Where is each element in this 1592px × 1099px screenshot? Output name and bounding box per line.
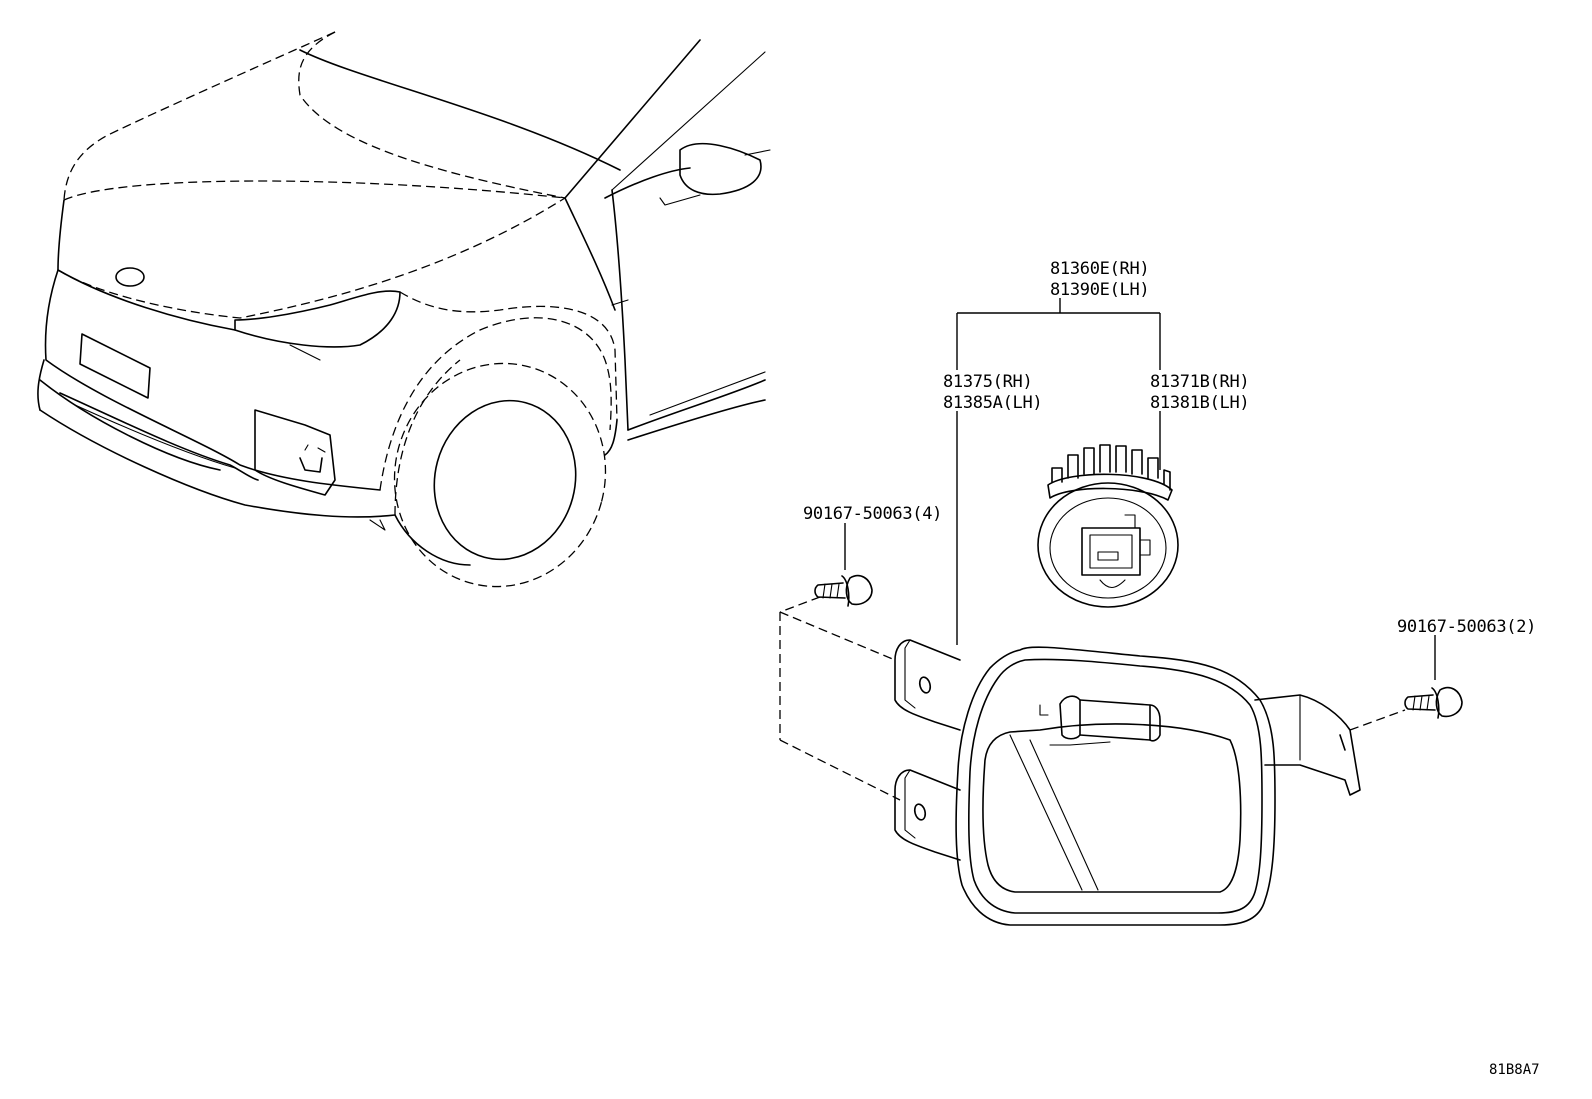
mounting-guide-lines — [779, 596, 1406, 801]
callout-bulb-rh: 81371B(RH) — [1150, 372, 1250, 392]
screw-right-illustration — [1404, 686, 1463, 719]
callout-lamp-lh: 81385A(LH) — [943, 393, 1043, 413]
callout-screw-left: 90167-50063(4) — [803, 504, 943, 524]
callout-bulb-lh: 81381B(LH) — [1150, 393, 1250, 413]
callout-screw-right: 90167-50063(2) — [1397, 617, 1537, 637]
callout-assembly-rh: 81360E(RH) — [1050, 259, 1150, 279]
callout-assembly-lh: 81390E(LH) — [1050, 280, 1150, 300]
callout-leaders — [844, 298, 1436, 680]
callout-lamp-rh: 81375(RH) — [943, 372, 1033, 392]
diagram-code: 81B8A7 — [1489, 1062, 1540, 1078]
screw-left-illustration — [814, 574, 873, 607]
fog-lamp-bulb-illustration — [1037, 444, 1179, 608]
vehicle-front-illustration — [37, 31, 771, 588]
fog-lamp-housing-illustration — [894, 639, 1361, 926]
